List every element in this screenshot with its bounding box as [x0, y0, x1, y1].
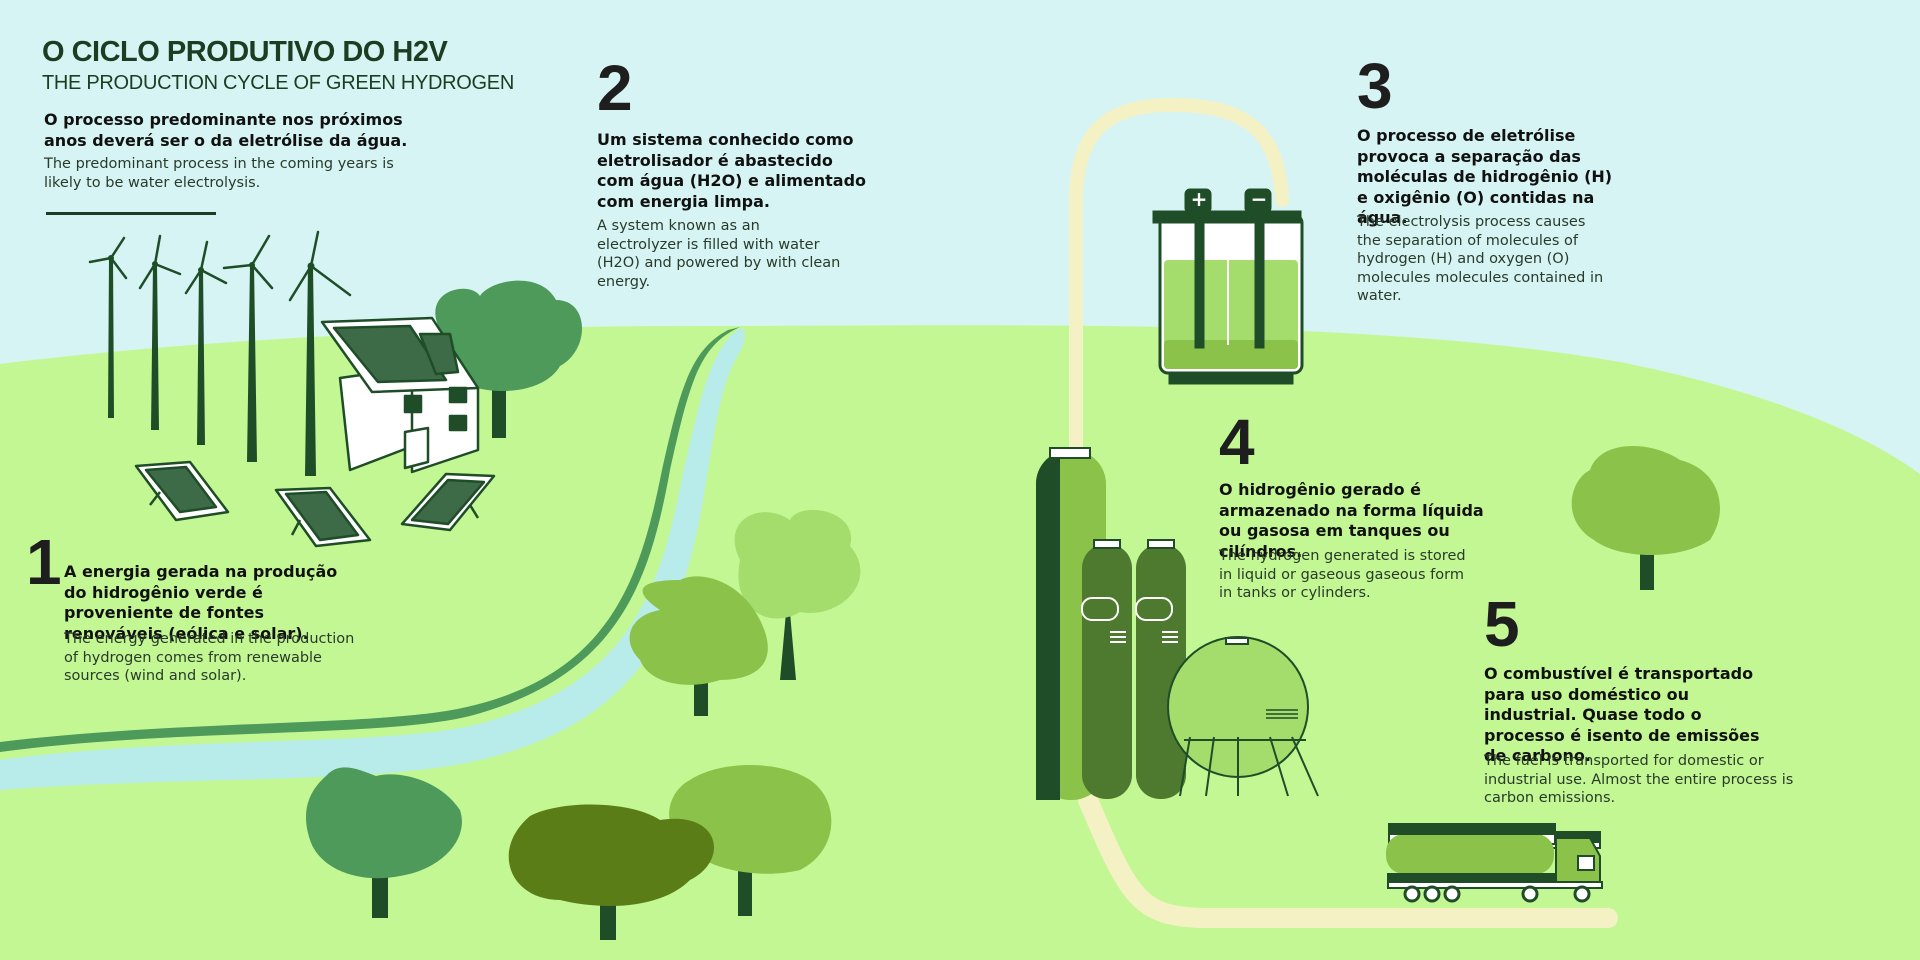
solar-panels — [134, 460, 496, 548]
step-4-text-pt: O hidrogênio gerado é armazenado na form… — [1219, 480, 1484, 561]
hydrogen-pipe — [1069, 97, 1618, 928]
intro-text-en: The predominant process in the coming ye… — [44, 156, 394, 191]
minus-terminal-icon: − — [1250, 187, 1268, 211]
step-2-text-pt: Um sistema conhecido como eletrolisador … — [597, 130, 867, 211]
step-4-number: 4 — [1219, 406, 1255, 478]
solar-panel — [400, 472, 496, 532]
step-5-number: 5 — [1484, 588, 1520, 660]
solar-panel — [274, 486, 372, 548]
solar-panel — [134, 460, 230, 522]
step-4-text-en: The hydrogen generated is stored in liqu… — [1219, 548, 1466, 601]
wind-turbine — [222, 234, 274, 462]
step-5-text-pt: O combustível é transportado para uso do… — [1484, 664, 1760, 765]
step-2-number: 2 — [597, 52, 633, 124]
page-subtitle: THE PRODUCTION CYCLE OF GREEN HYDROGEN — [42, 72, 514, 94]
plus-terminal-icon: + — [1190, 187, 1208, 211]
step-1-number: 1 — [26, 526, 62, 598]
intro-text-pt: O processo predominante nos próximos ano… — [44, 110, 408, 150]
tree — [305, 767, 462, 918]
wind-turbine — [138, 234, 182, 430]
tanker-truck — [1386, 823, 1603, 903]
divider — [46, 212, 216, 215]
spherical-tank — [1167, 636, 1319, 797]
wind-turbine — [184, 240, 228, 445]
house — [320, 316, 480, 474]
step-3-text-en: The electrolysis process causes the sepa… — [1357, 214, 1604, 304]
electrolyzer — [1152, 188, 1304, 385]
wind-turbines — [88, 230, 352, 476]
step-1-text-pt: A energia gerada na produção do hidrogên… — [64, 562, 338, 643]
tree — [426, 280, 583, 438]
step-2-text-en: A system known as an electrolyzer is fil… — [597, 218, 841, 290]
step-1-text-en: The energy generated in the production o… — [64, 631, 355, 684]
tree — [1571, 446, 1720, 590]
wind-turbine — [288, 230, 352, 476]
wind-turbine — [88, 236, 128, 418]
storage-tanks — [1036, 447, 1186, 800]
tree — [508, 804, 714, 940]
page-title: O CICLO PRODUTIVO DO H2V — [42, 36, 448, 68]
step-3-number: 3 — [1357, 50, 1393, 122]
step-3-text-pt: O processo de eletrólise provoca a separ… — [1357, 126, 1613, 227]
step-5-text-en: The fuel is transported for domestic or … — [1484, 753, 1794, 806]
tree — [629, 576, 768, 716]
tree — [734, 509, 861, 680]
